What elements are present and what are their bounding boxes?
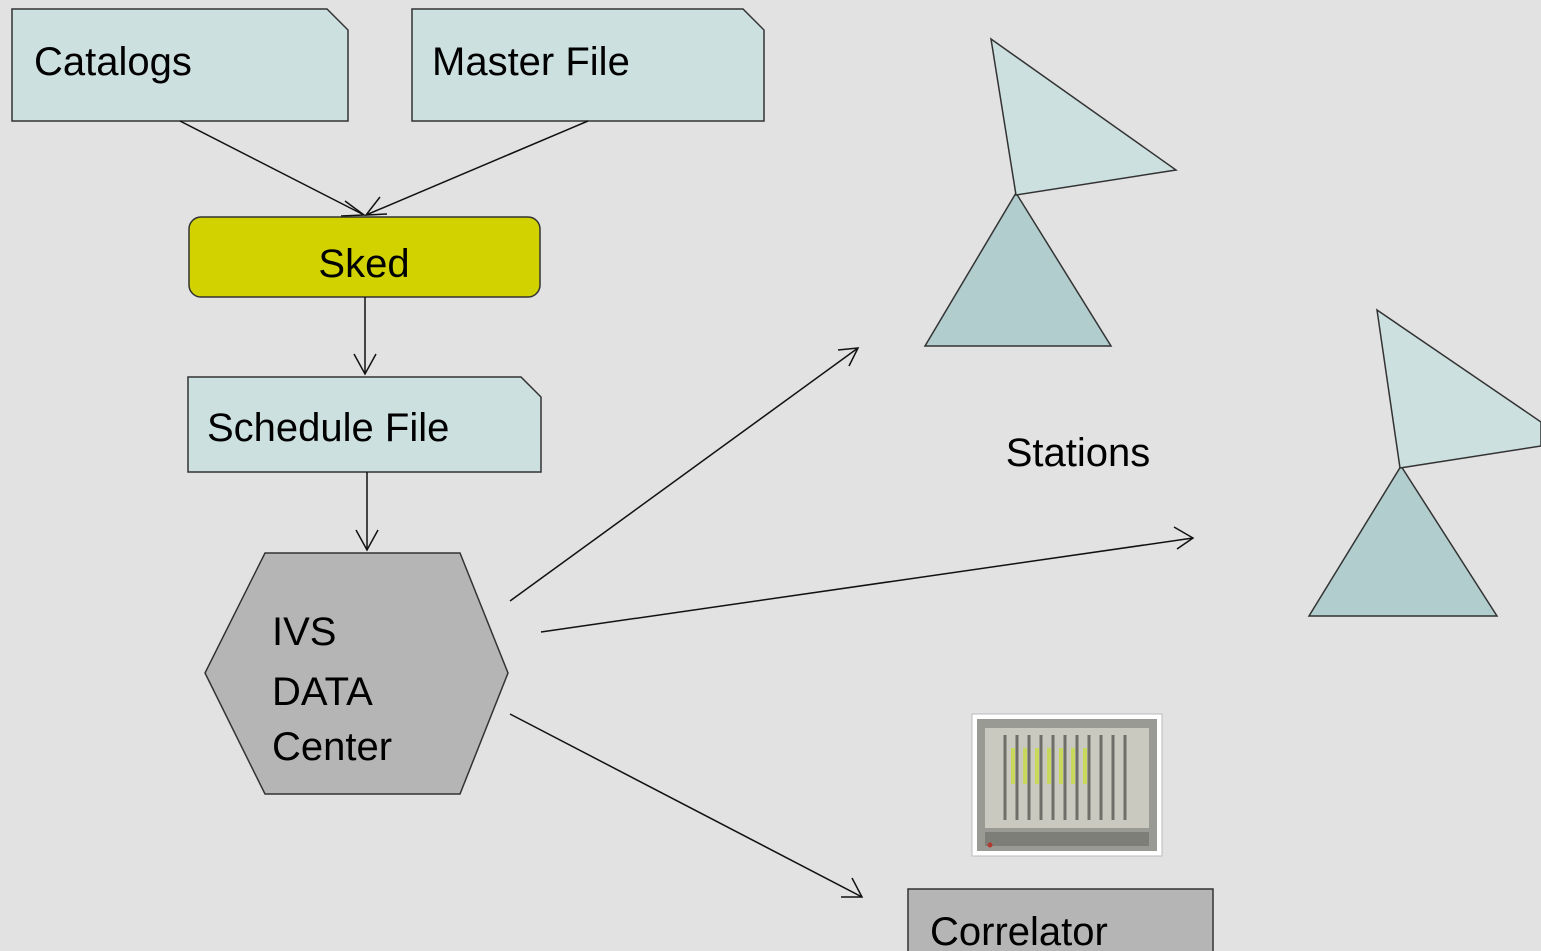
connector-schedule-to-datacenter bbox=[355, 472, 379, 552]
data-center-label-line1: IVS bbox=[272, 610, 336, 654]
connector-datacenter-to-station1 bbox=[509, 347, 860, 602]
schedule-file-label: Schedule File bbox=[207, 406, 449, 450]
connector-catalogs-to-sked bbox=[179, 120, 367, 217]
antenna-icon bbox=[923, 37, 1178, 347]
schedule-file-node: Schedule File bbox=[187, 376, 542, 473]
master-file-label: Master File bbox=[432, 40, 630, 84]
data-center-label-line2: DATA bbox=[272, 670, 373, 714]
ivs-data-center-node: IVS DATA Center bbox=[204, 552, 509, 795]
master-file-node: Master File bbox=[411, 8, 765, 122]
data-center-label-line3: Center bbox=[272, 725, 392, 769]
connector-sked-to-schedule bbox=[353, 297, 377, 376]
correlator-rack-image bbox=[971, 713, 1163, 857]
connector-datacenter-to-correlator bbox=[509, 713, 864, 898]
correlator-label: Correlator bbox=[930, 910, 1108, 951]
catalogs-label: Catalogs bbox=[34, 40, 192, 84]
sked-label: Sked bbox=[318, 242, 409, 286]
sked-node: Sked bbox=[188, 216, 541, 298]
antenna-icon bbox=[1307, 308, 1541, 617]
stations-label: Stations bbox=[1006, 431, 1151, 475]
correlator-node: Correlator bbox=[907, 888, 1214, 951]
catalogs-node: Catalogs bbox=[11, 8, 349, 122]
connector-datacenter-to-station2 bbox=[540, 526, 1195, 633]
connector-master-to-sked bbox=[364, 120, 589, 216]
